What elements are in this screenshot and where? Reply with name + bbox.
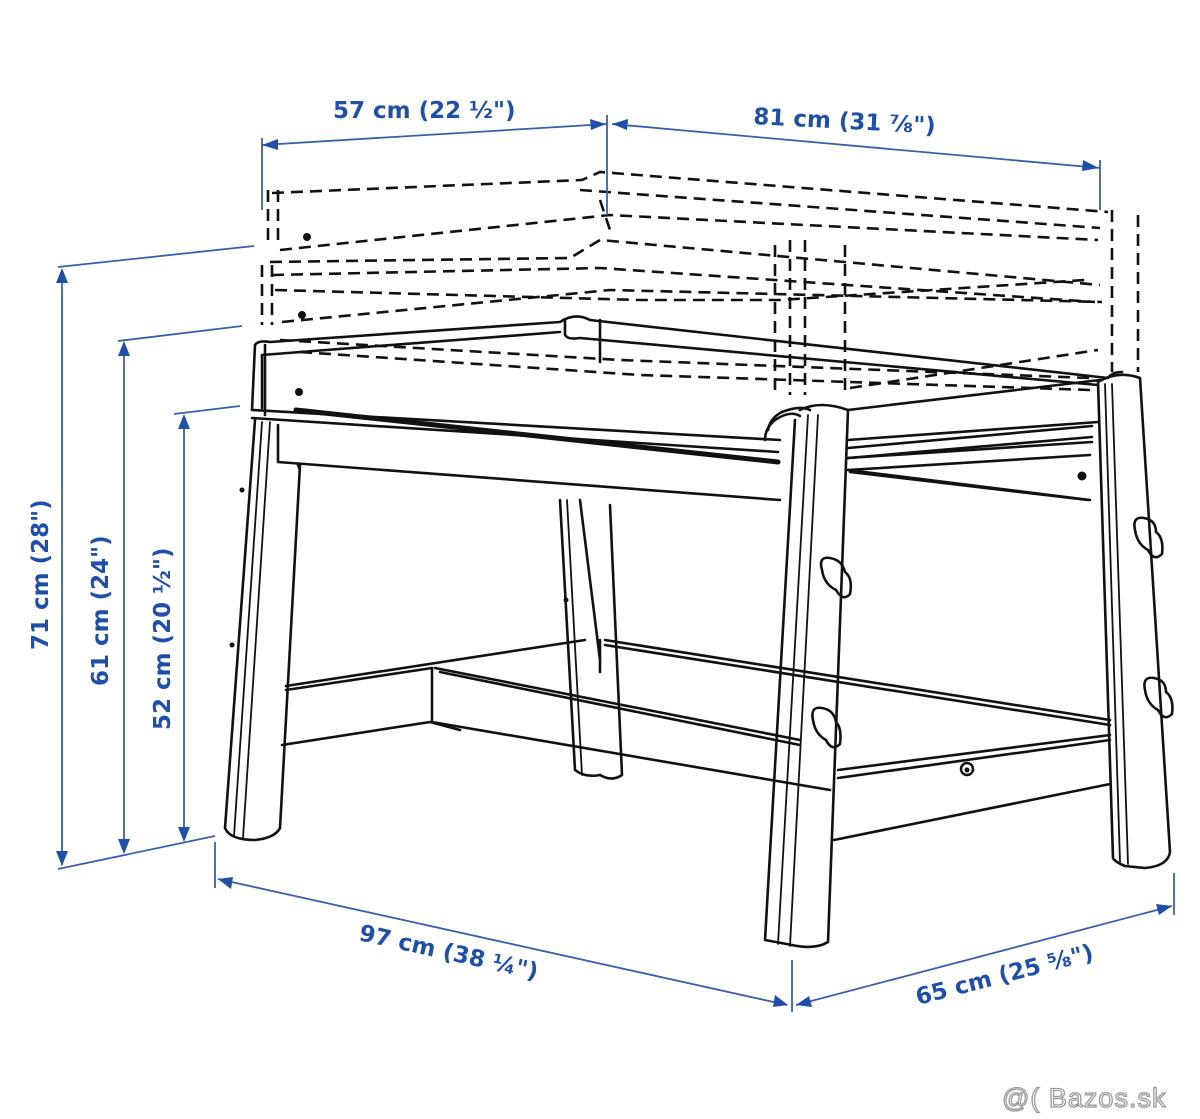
dim-line-base-length [217, 878, 788, 1006]
arrow-icon [178, 827, 190, 842]
left-side-stretcher [280, 638, 587, 747]
arrow-icon [118, 341, 130, 356]
screw-dot [298, 311, 306, 319]
lowered-top-under-lines [279, 199, 1099, 392]
label-height-mid: 61 cm (24") [88, 535, 114, 686]
label-top-width: 81 cm (31 ⅞") [753, 104, 937, 140]
leg-right-front [763, 403, 850, 949]
arrow-icon [56, 268, 68, 283]
raised-top-outline-high [266, 170, 1140, 372]
screw-dot [303, 233, 311, 241]
arrow-icon [178, 414, 190, 429]
knob-icon [811, 706, 842, 749]
arrow-icon [1156, 904, 1172, 915]
arrow-icon [773, 995, 788, 1007]
leg-right-rear [1096, 373, 1172, 870]
knob-icon [819, 556, 853, 599]
screw-dot [295, 388, 303, 396]
long-stretcher [430, 638, 1112, 792]
adjustment-knobs [811, 516, 1174, 749]
leg-left-front [223, 418, 302, 842]
arrow-icon [796, 996, 812, 1007]
tabletop [250, 233, 1124, 465]
arrow-icon [612, 119, 628, 130]
dim-line-top-width [611, 123, 1101, 169]
leg-left-rear [558, 498, 624, 780]
arrow-icon [218, 877, 233, 889]
arrow-icon [1082, 160, 1099, 171]
screw-dot [1077, 471, 1087, 481]
dimension-lines [56, 115, 1175, 1012]
dim-line-top-depth [261, 123, 608, 146]
desk-drawing [223, 170, 1174, 949]
label-top-depth: 57 cm (22 ½") [333, 98, 515, 124]
knob-icon [1133, 516, 1164, 559]
arrow-icon [56, 851, 68, 866]
raised-top-outline-mid [260, 238, 1103, 395]
label-height-max: 71 cm (28") [28, 499, 54, 650]
label-height-min: 52 cm (20 ½") [150, 548, 176, 730]
arrow-icon [118, 839, 130, 854]
arrow-icon [590, 119, 606, 130]
right-side-frame [832, 378, 1112, 842]
watermark-bazos: @( Bazos.sk [1002, 1083, 1166, 1113]
dim-line-base-depth [795, 905, 1173, 1006]
knob-icon [1143, 676, 1174, 719]
arrow-icon [262, 139, 278, 150]
